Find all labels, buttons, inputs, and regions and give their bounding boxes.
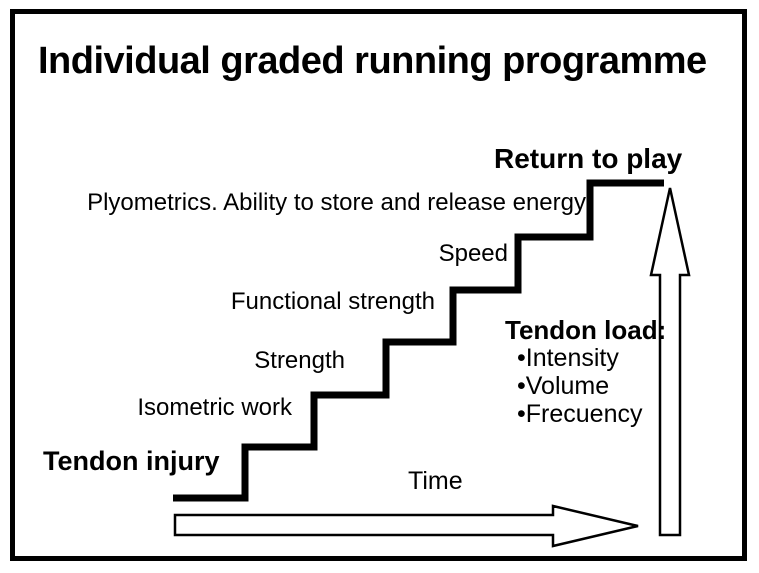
time-axis-label: Time [408,467,463,495]
step-label-speed: Speed [438,240,508,267]
tendon-load-heading: Tendon load: [505,315,667,345]
bullet-icon: • [517,400,526,428]
figure-title: Individual graded running programme [38,40,707,82]
step-label-isometric-work: Isometric work [137,394,292,421]
tendon-load-bullet-volume: •Volume [517,374,609,399]
bullet-text: Frecuency [525,400,643,428]
bullet-icon: • [517,372,526,400]
bullet-text: Intensity [525,344,619,372]
bullet-text: Volume [525,372,610,400]
step-label-strength: Strength [254,347,345,374]
staircase [173,179,664,502]
tendon-load-arrow-up-icon [649,187,691,537]
start-label-tendon-injury: Tendon injury [43,446,220,476]
bullet-icon: • [517,344,526,372]
step-label-plyometrics: Plyometrics. Ability to store and releas… [87,189,586,216]
figure-border [10,9,747,561]
tendon-load-bullet-frecuency: •Frecuency [517,402,642,427]
time-arrow-right-icon [173,504,639,548]
step-label-functional-strength: Functional strength [230,288,435,315]
end-label-return-to-play: Return to play [494,143,683,174]
tendon-load-bullet-intensity: •Intensity [517,346,619,371]
